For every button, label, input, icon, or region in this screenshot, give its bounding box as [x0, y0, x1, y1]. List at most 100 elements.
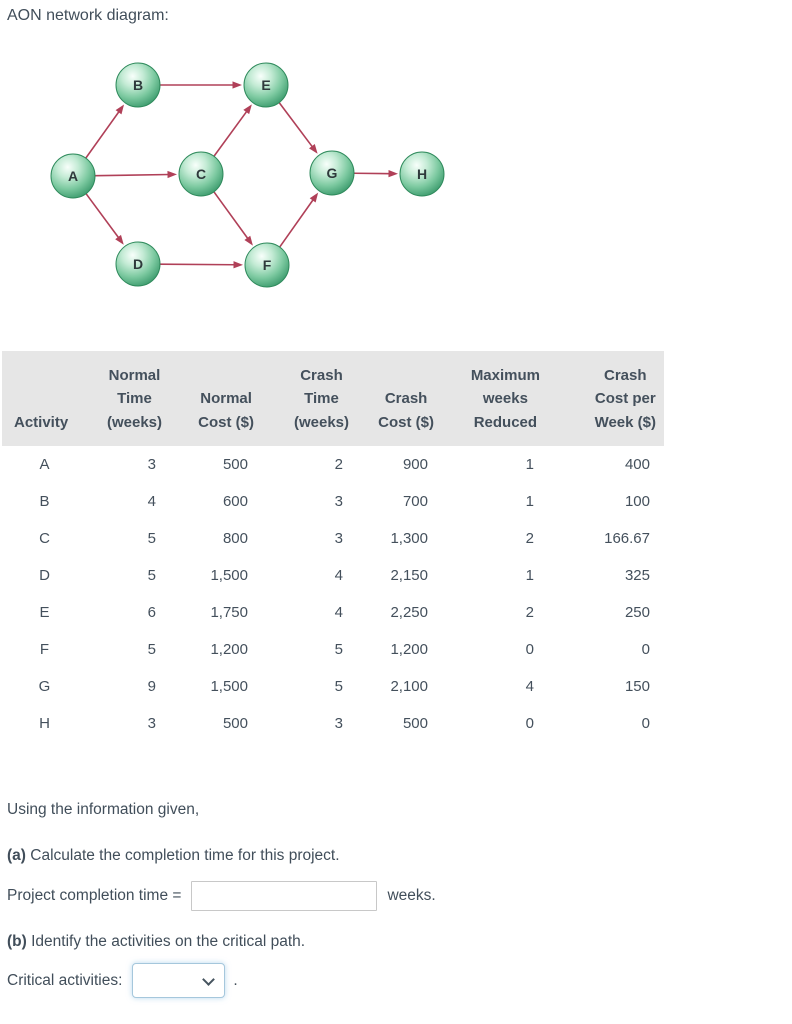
value-cell: 1	[525, 566, 534, 584]
value-cell: 3	[147, 714, 156, 732]
value-cell: 1,200	[390, 640, 428, 658]
value-cell: 400	[624, 455, 650, 473]
column-header: Normal Time (weeks)	[106, 367, 162, 431]
node-A: A	[50, 153, 96, 199]
column-header: Crash Time (weeks)	[293, 367, 349, 431]
value-cell: 4	[334, 566, 343, 584]
activity-cell: E	[39, 603, 50, 621]
activity-cell: C	[39, 529, 50, 547]
intro-text: Using the information given,	[7, 801, 200, 818]
crash-table-header-row: Activity Normal Time (weeks) Normal Cost (…	[2, 351, 664, 446]
critical-activities-select[interactable]	[132, 963, 226, 998]
value-cell: 166.67	[604, 529, 650, 547]
node-F: F	[244, 242, 290, 288]
question-b-text: Identify the activities on the critical …	[26, 933, 306, 950]
value-cell: 0	[525, 640, 534, 658]
column-header: Normal Cost ($)	[198, 390, 254, 431]
node-G: G	[309, 150, 355, 196]
node-E: E	[243, 62, 289, 108]
node-D: D	[115, 241, 161, 287]
value-cell: 2,150	[390, 566, 428, 584]
crash-table: Activity Normal Time (weeks) Normal Cost (…	[2, 351, 664, 742]
edge-A-C	[94, 170, 178, 179]
value-cell: 0	[525, 714, 534, 732]
value-cell: 5	[334, 640, 343, 658]
edge-G-H	[353, 170, 399, 178]
activity-cell: D	[39, 566, 50, 584]
value-cell: 3	[334, 714, 343, 732]
activity-cell: A	[39, 455, 50, 473]
value-cell: 500	[222, 455, 248, 473]
value-cell: 500	[222, 714, 248, 732]
activity-cell: F	[39, 640, 50, 658]
edge-E-G	[278, 102, 318, 154]
edge-C-E	[213, 104, 252, 157]
value-cell: 4	[147, 492, 156, 510]
activity-cell: G	[38, 677, 51, 695]
edge-C-F	[213, 191, 253, 246]
value-cell: 1,300	[390, 529, 428, 547]
node-label: A	[68, 168, 78, 184]
value-cell: 5	[334, 677, 343, 695]
value-cell: 900	[402, 455, 428, 473]
value-cell: 500	[402, 714, 428, 732]
edge-F-G	[279, 192, 319, 248]
column-header: Maximum weeks Reduced	[470, 367, 540, 431]
value-cell: 1,500	[210, 677, 248, 695]
value-cell: 100	[624, 492, 650, 510]
value-cell: 0	[641, 640, 650, 658]
column-header: Activity	[14, 413, 69, 431]
question-b-label: (b)	[7, 933, 27, 950]
question-a-label: (a)	[7, 847, 26, 864]
value-cell: 0	[641, 714, 650, 732]
node-label: F	[263, 257, 272, 273]
value-cell: 2,100	[390, 677, 428, 695]
value-cell: 4	[334, 603, 343, 621]
value-cell: 1	[525, 492, 534, 510]
completion-time-input[interactable]	[191, 881, 378, 911]
question-a-text: Calculate the completion time for this p…	[25, 847, 340, 864]
page-title: AON network diagram:	[7, 7, 169, 24]
value-cell: 9	[147, 677, 156, 695]
node-C: C	[178, 151, 224, 197]
node-label: D	[133, 256, 143, 272]
critical-row: Critical activities: .	[7, 963, 238, 998]
value-cell: 2	[525, 529, 534, 547]
value-cell: 1,750	[210, 603, 248, 621]
value-cell: 2	[525, 603, 534, 621]
value-cell: 2	[334, 455, 343, 473]
node-label: C	[196, 166, 206, 182]
value-cell: 3	[147, 455, 156, 473]
completion-row: Project completion time = weeks.	[7, 881, 436, 911]
critical-select-wrap	[132, 963, 226, 998]
column-header: Crash Cost ($)	[378, 390, 434, 431]
value-cell: 2,250	[390, 603, 428, 621]
node-H: H	[399, 151, 445, 197]
value-cell: 5	[147, 566, 156, 584]
diagram-edges	[85, 81, 399, 269]
value-cell: 1,200	[210, 640, 248, 658]
value-cell: 5	[147, 640, 156, 658]
activity-cell: B	[39, 492, 50, 510]
edge-A-D	[85, 193, 124, 245]
completion-label: Project completion time =	[7, 887, 182, 904]
value-cell: 6	[147, 603, 156, 621]
value-cell: 4	[525, 677, 534, 695]
node-label: G	[327, 165, 338, 181]
node-label: E	[261, 77, 270, 93]
critical-label: Critical activities:	[7, 971, 123, 989]
question-b: (b) Identify the activities on the criti…	[7, 933, 305, 951]
node-label: H	[417, 166, 427, 182]
value-cell: 325	[624, 566, 650, 584]
completion-suffix: weeks.	[387, 887, 436, 904]
value-cell: 3	[334, 529, 343, 547]
value-cell: 3	[334, 492, 343, 510]
